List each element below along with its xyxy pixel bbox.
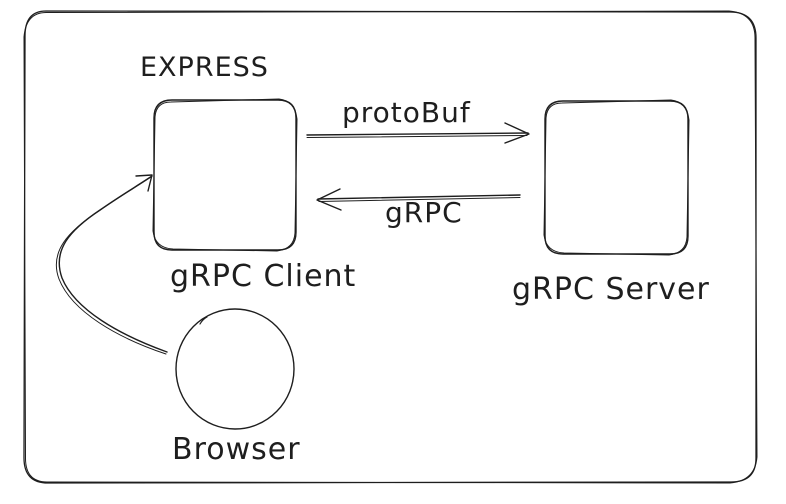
browser-circle	[175, 308, 295, 430]
grpc-server-label: gRPC Server	[512, 272, 710, 307]
grpc-response-arrow	[316, 188, 521, 211]
grpc-label: gRPC	[385, 196, 463, 229]
grpc-client-box	[152, 98, 298, 252]
express-label: EXPRESS	[140, 52, 269, 83]
protobuf-label: protoBuf	[342, 96, 471, 129]
protobuf-arrow	[306, 122, 530, 144]
outer-frame	[23, 10, 758, 484]
grpc-client-label: gRPC Client	[170, 259, 357, 294]
browser-label: Browser	[172, 432, 301, 467]
grpc-server-box	[543, 99, 690, 256]
browser-to-client-arrow	[55, 174, 168, 355]
